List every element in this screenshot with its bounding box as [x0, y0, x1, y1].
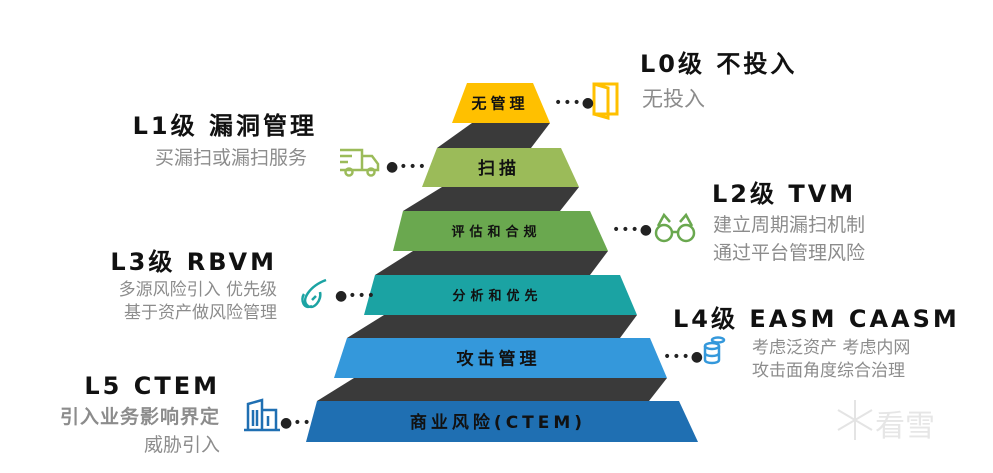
- connector-dots: •••●: [612, 222, 653, 238]
- tier-label: 攻击管理: [457, 348, 541, 369]
- tier-connector: [403, 187, 579, 211]
- building-icon: [244, 398, 280, 432]
- level-0-desc: 无投入: [642, 87, 705, 111]
- level-2-title: L2级 TVM: [712, 180, 857, 208]
- level-2-desc-1: 建立周期漏扫机制: [713, 214, 866, 236]
- connector-dots: •••●: [554, 95, 595, 111]
- level-5-desc-1: 引入业务影响界定: [59, 406, 220, 428]
- tier-connector: [375, 251, 608, 275]
- tier-5: [306, 401, 698, 442]
- watermark-logo: [837, 400, 873, 440]
- level-4-desc-1: 考虑泛资产 考虑内网: [752, 338, 911, 358]
- binoculars-icon: [654, 212, 696, 243]
- tier-label: 评估和合规: [451, 224, 541, 240]
- level-3-desc-2: 基于资产做风险管理: [124, 303, 277, 323]
- level-1-title: L1级 漏洞管理: [132, 112, 317, 140]
- level-4-title: L4级 EASM CAASM: [673, 305, 960, 333]
- folder-icon: [592, 82, 619, 120]
- hand-icon: [301, 278, 327, 309]
- level-4-desc-2: 攻击面角度综合治理: [752, 361, 905, 381]
- tier-2: [393, 211, 608, 251]
- truck-icon: [340, 148, 380, 177]
- tier-connector: [347, 315, 637, 338]
- watermark-text: 看雪: [875, 409, 935, 444]
- tier-3: [364, 275, 637, 315]
- connector-dots: •••●: [663, 349, 704, 365]
- tier-connector: [317, 378, 667, 401]
- level-2-desc-2: 通过平台管理风险: [713, 242, 866, 264]
- tier-connector: [437, 123, 550, 148]
- tier-label: 商业风险(CTEM): [410, 412, 586, 433]
- database-icon: [703, 336, 726, 365]
- connector-dots: ●••: [280, 415, 312, 431]
- level-0-title: L0级 不投入: [640, 50, 798, 78]
- level-3-desc-1: 多源风险引入 优先级: [118, 280, 277, 300]
- level-3-title: L3级 RBVM: [110, 248, 277, 276]
- connector-dots: ●•••: [335, 288, 376, 304]
- level-5-desc-2: 威胁引入: [143, 434, 220, 456]
- tier-label: 无管理: [470, 95, 528, 113]
- connector-dots: ●•••: [386, 159, 427, 175]
- tier-1: [422, 148, 579, 187]
- tier-label: 扫描: [478, 158, 520, 179]
- tier-4: [334, 338, 667, 378]
- level-1-desc: 买漏扫或漏扫服务: [154, 147, 307, 169]
- level-5-title: L5 CTEM: [84, 372, 220, 400]
- tier-label: 分析和优先: [452, 288, 542, 304]
- tier-0: [452, 83, 550, 123]
